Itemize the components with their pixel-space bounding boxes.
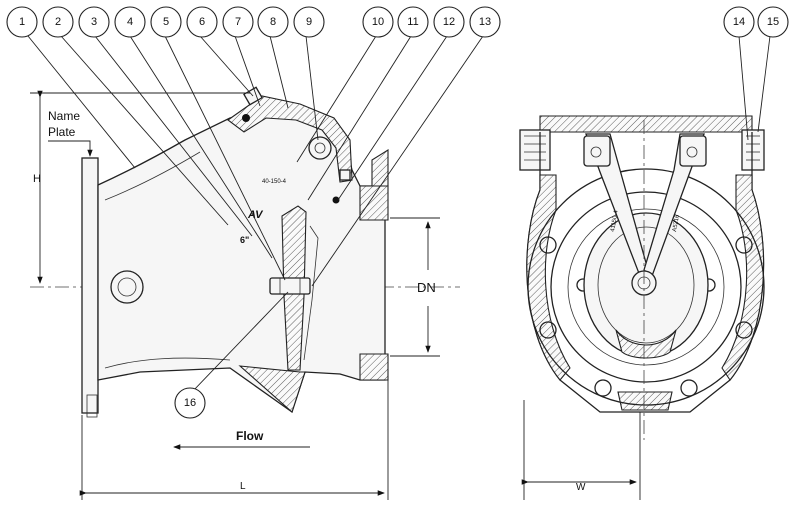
flange-face <box>527 168 765 406</box>
callout-6: 6 <box>186 6 218 38</box>
callout-12: 12 <box>433 6 465 38</box>
pivot-bolt <box>269 277 311 295</box>
callout-3: 3 <box>78 6 110 38</box>
dim-height-label: H <box>33 173 41 185</box>
callout-7: 7 <box>222 6 254 38</box>
svg-text:16: 16 <box>184 397 196 409</box>
svg-text:6: 6 <box>199 16 205 28</box>
flow-label: Flow <box>236 429 264 443</box>
nameplate-label-line1: Name <box>48 109 80 123</box>
svg-text:1: 1 <box>19 16 25 28</box>
dim-width-label: W <box>576 482 586 493</box>
top-cover <box>539 115 753 133</box>
svg-text:12: 12 <box>443 16 455 28</box>
svg-text:10: 10 <box>372 16 384 28</box>
callout-15: 15 <box>757 6 789 38</box>
svg-text:2: 2 <box>55 16 61 28</box>
svg-text:11: 11 <box>407 16 418 28</box>
callout-13: 13 <box>469 6 501 38</box>
cover-section <box>227 95 353 183</box>
callout-16: 16 <box>174 387 206 419</box>
left-cap <box>519 129 551 171</box>
front-mark-right: A5216 <box>672 214 681 233</box>
nameplate-label-line2: Plate <box>48 125 76 139</box>
svg-text:5: 5 <box>163 16 169 28</box>
hinge-pin <box>308 136 332 160</box>
callout-5: 5 <box>150 6 182 38</box>
dim-nominal-label: DN <box>417 280 436 295</box>
callout-4: 4 <box>114 6 146 38</box>
front-view: 41150-4 A5216 W 14 15 <box>519 6 789 500</box>
svg-text:13: 13 <box>479 16 491 28</box>
pressure-mark: 40-150-4 <box>262 179 287 185</box>
svg-text:7: 7 <box>235 16 241 28</box>
side-view: 40-150-4 AV 6" H DN L Flow Name Plate <box>6 6 501 500</box>
callout-8: 8 <box>257 6 289 38</box>
svg-text:9: 9 <box>306 16 312 28</box>
svg-text:4: 4 <box>127 16 133 28</box>
callout-leaders <box>27 35 484 393</box>
inlet-flange <box>81 157 99 414</box>
size-mark: 6" <box>240 235 249 245</box>
side-port <box>110 270 144 304</box>
callout-11: 11 <box>397 6 429 38</box>
dim-length-label: L <box>240 481 246 492</box>
svg-text:3: 3 <box>91 16 97 28</box>
bolt-holes <box>539 236 753 397</box>
callout-9: 9 <box>293 6 325 38</box>
callout-2: 2 <box>42 6 74 38</box>
svg-text:14: 14 <box>733 16 745 28</box>
callout-10: 10 <box>362 6 394 38</box>
svg-text:15: 15 <box>767 16 779 28</box>
svg-text:8: 8 <box>270 16 276 28</box>
front-mark-left: 41150-4 <box>610 209 620 232</box>
callout-1: 1 <box>6 6 38 38</box>
callout-14: 14 <box>723 6 755 38</box>
